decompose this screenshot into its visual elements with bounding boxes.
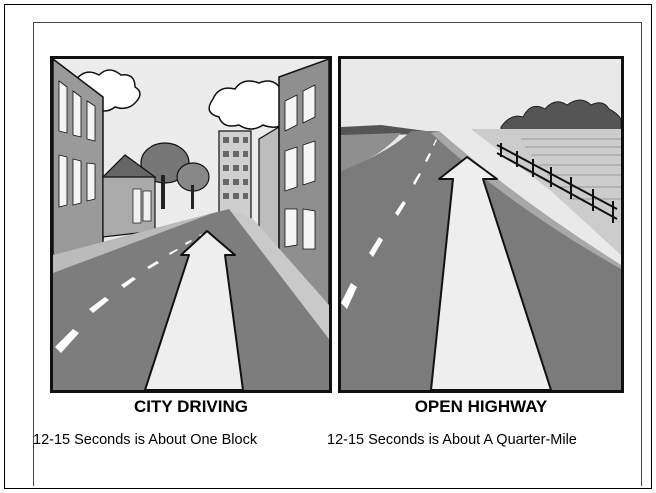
distant-tower [219, 131, 251, 221]
city-scene [53, 59, 329, 390]
highway-scene [341, 59, 621, 390]
open-highway-caption: 12-15 Seconds is About A Quarter-Mile [327, 432, 577, 448]
open-highway-title: OPEN HIGHWAY [338, 397, 624, 417]
open-highway-illustration [338, 56, 624, 393]
city-driving-title: CITY DRIVING [50, 397, 332, 417]
city-driving-illustration [50, 56, 332, 393]
city-driving-caption: 12-15 Seconds is About One Block [33, 432, 257, 448]
